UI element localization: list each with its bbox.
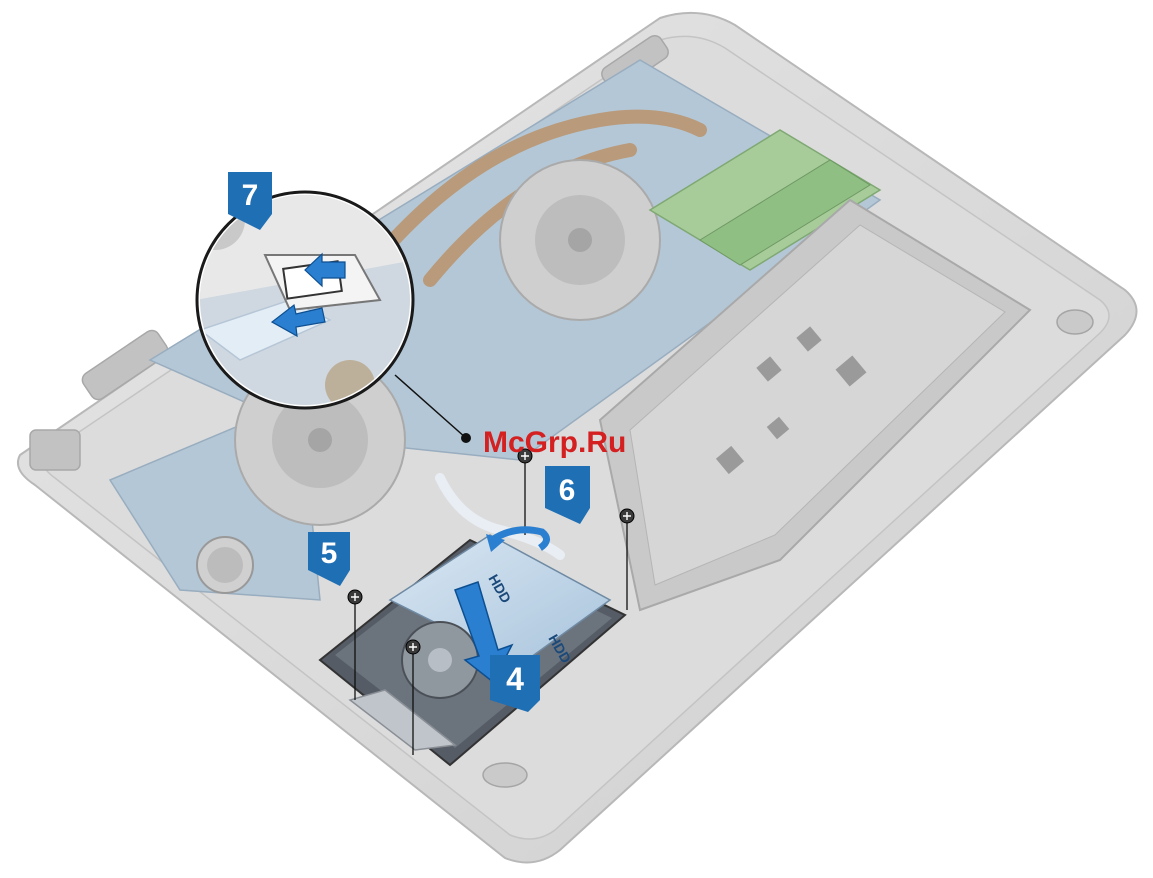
step-number-4: 4	[506, 661, 524, 697]
step-number-6: 6	[559, 474, 576, 507]
watermark-text: McGrp.Ru	[483, 426, 626, 459]
coin-cell-battery	[197, 537, 253, 593]
step-number-7: 7	[242, 179, 259, 212]
step-number-5: 5	[321, 537, 338, 570]
